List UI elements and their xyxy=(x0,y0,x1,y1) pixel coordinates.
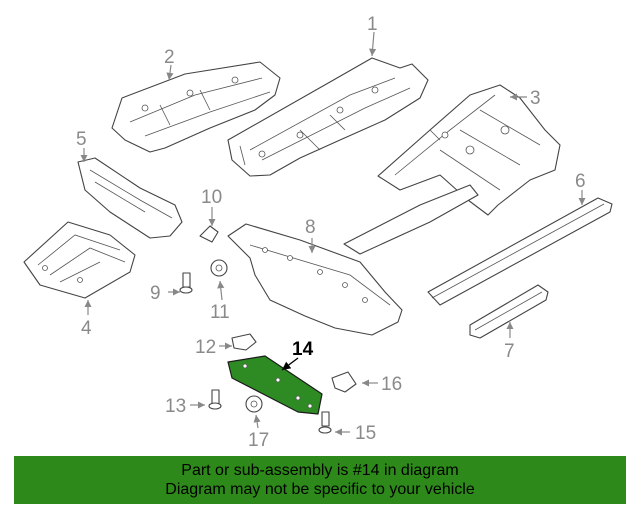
callout-12: 12 xyxy=(195,337,216,358)
callout-1: 1 xyxy=(367,14,378,35)
callout-3: 3 xyxy=(530,88,541,109)
info-banner: Part or sub-assembly is #14 in diagram D… xyxy=(14,456,626,504)
callout-2: 2 xyxy=(164,47,175,68)
part-12-bracket xyxy=(231,333,257,351)
part-1-floor-pan xyxy=(227,57,429,177)
part-11-nut xyxy=(210,259,228,277)
callout-13: 13 xyxy=(165,396,186,417)
part-4-under-panel xyxy=(23,221,136,299)
part-2-rear-floor xyxy=(111,61,281,153)
callout-11: 11 xyxy=(210,302,230,323)
callout-8: 8 xyxy=(305,217,316,238)
callout-7: 7 xyxy=(504,341,515,362)
callout-9: 9 xyxy=(150,283,161,304)
callout-14-highlighted: 14 xyxy=(292,339,314,360)
part-5-bracket xyxy=(77,157,183,239)
part-6-side-rail xyxy=(427,197,613,306)
callout-5: 5 xyxy=(76,129,87,150)
leader-lines xyxy=(80,31,586,436)
part-10-clip xyxy=(199,225,219,243)
part-13-bolt xyxy=(208,389,222,410)
callout-6: 6 xyxy=(575,171,586,192)
part-17-nut xyxy=(245,395,263,413)
callout-4: 4 xyxy=(81,318,92,339)
part-7-reinforcement xyxy=(469,284,549,339)
part-15-bolt xyxy=(318,411,332,434)
front-rail-arm xyxy=(343,184,479,255)
callout-16: 16 xyxy=(381,374,402,395)
part-14-shield-highlighted xyxy=(227,355,323,415)
part-16-clip xyxy=(331,371,357,393)
banner-line-2: Diagram may not be specific to your vehi… xyxy=(165,481,475,498)
callout-17: 17 xyxy=(248,430,269,451)
callout-15: 15 xyxy=(355,423,376,444)
part-9-bolt xyxy=(179,272,193,294)
part-8-under-cover xyxy=(227,223,403,336)
callout-10: 10 xyxy=(201,187,222,208)
part-3-front-frame xyxy=(377,84,561,216)
banner-line-1: Part or sub-assembly is #14 in diagram xyxy=(181,462,459,479)
